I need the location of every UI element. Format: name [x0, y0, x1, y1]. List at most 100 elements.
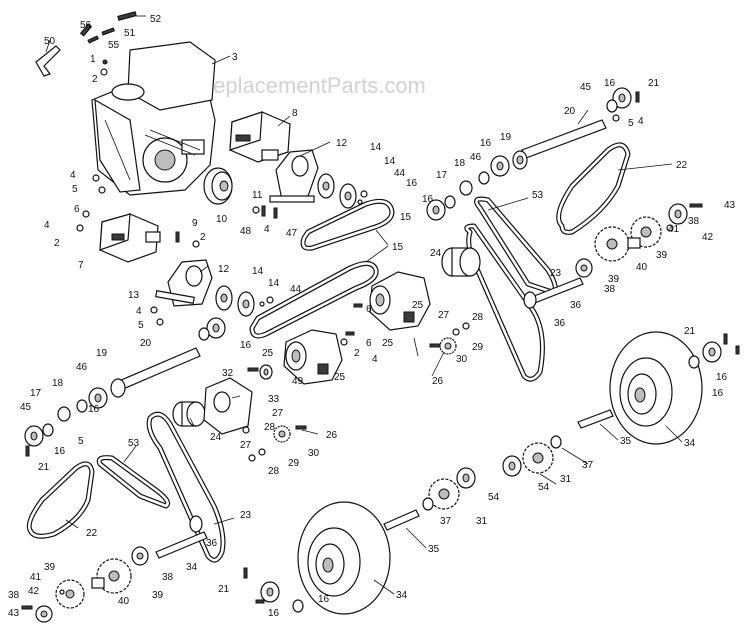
callout-28-c: 28 [472, 312, 484, 323]
callout-26-b: 26 [432, 376, 444, 387]
callout-16-right-c: 16 [480, 138, 492, 149]
callout-1-top: 1 [90, 54, 96, 65]
callout-40-right: 40 [636, 262, 648, 273]
callout-45-right: 45 [580, 82, 592, 93]
callout-21-right: 21 [684, 326, 696, 337]
gearbox-lower [99, 213, 161, 263]
callout-39-lower-b: 39 [152, 590, 164, 601]
callout-10: 10 [216, 214, 228, 225]
callout-54-bottom-b: 54 [538, 482, 550, 493]
callout-20-lower: 20 [140, 338, 152, 349]
leader-lines [45, 15, 683, 595]
callout-21-top-right: 21 [648, 78, 660, 89]
sprocket-lower-39 [55, 558, 132, 609]
callout-35-bottom: 35 [428, 544, 440, 555]
callout-27-b: 27 [240, 440, 252, 451]
callout-18-lower: 18 [52, 378, 64, 389]
callout-34-mid: 34 [186, 562, 198, 573]
callout-16-top-right: 16 [604, 78, 616, 89]
callout-46-lower: 46 [76, 362, 88, 373]
callout-29-b: 29 [472, 342, 484, 353]
callout-24-lower: 24 [210, 432, 222, 443]
callout-31-bottom: 31 [476, 516, 488, 527]
callout-24-right: 24 [430, 248, 442, 259]
callout-44-mid: 44 [290, 284, 302, 295]
callout-25-a: 25 [382, 338, 394, 349]
callout-54-bottom-a: 54 [488, 492, 500, 503]
callout-36-lower: 36 [206, 538, 218, 549]
callout-51: 51 [124, 28, 136, 39]
callout-2-c: 2 [354, 348, 360, 359]
callout-19-lower: 19 [96, 348, 108, 359]
shafts [111, 119, 614, 559]
callout-49: 49 [292, 376, 304, 387]
callout-15-mid: 15 [392, 242, 404, 253]
callout-38-right: 38 [604, 284, 616, 295]
callout-34-bottom: 34 [396, 590, 408, 601]
pump-upper [369, 271, 431, 331]
callout-39-right-b: 39 [656, 250, 668, 261]
callout-27-a: 27 [272, 408, 284, 419]
callout-43-top-right: 43 [724, 200, 736, 211]
callout-14-mid-b: 14 [268, 278, 280, 289]
hardware [21, 91, 740, 610]
callout-4-c: 4 [44, 220, 50, 231]
callout-36-right-b: 36 [554, 318, 566, 329]
callout-25-d: 25 [412, 300, 424, 311]
callout-37-bottom: 37 [440, 516, 452, 527]
callout-48: 48 [240, 226, 252, 237]
choke-lever [35, 45, 61, 77]
callout-16-right-a: 16 [716, 372, 728, 383]
callout-labels: 52 56 51 50 55 3 1 2 8 4 5 12 14 14 44 1… [8, 14, 736, 619]
callout-56: 56 [80, 20, 92, 31]
spacers [172, 247, 481, 427]
callout-39-right-a: 39 [608, 274, 620, 285]
callout-13: 13 [128, 290, 140, 301]
callout-30-a: 30 [308, 448, 320, 459]
callout-31-right: 31 [560, 474, 572, 485]
wheel-lower [297, 501, 391, 615]
callout-3: 3 [232, 52, 238, 63]
callout-45-lower: 45 [20, 402, 32, 413]
watermark-text: eReplacementParts.com [185, 73, 426, 98]
callout-17-right: 17 [436, 170, 448, 181]
hubs-lower [215, 285, 255, 317]
callout-19-right: 19 [500, 132, 512, 143]
sprockets-30-31 [273, 337, 554, 510]
callout-5-c: 5 [78, 436, 84, 447]
callout-50: 50 [44, 36, 56, 47]
gearbox-upper [229, 111, 291, 163]
callout-14-top-a: 14 [370, 142, 382, 153]
callout-4-e: 4 [372, 354, 378, 365]
callout-4-right: 4 [638, 116, 644, 127]
callout-16-bottom-b: 16 [318, 594, 330, 605]
callout-38-top-right: 38 [688, 216, 700, 227]
engine [91, 41, 216, 196]
callout-23-lower: 23 [240, 510, 252, 521]
callout-41-right: 41 [668, 224, 680, 235]
callout-4-a: 4 [70, 170, 76, 181]
callout-38-lower-a: 38 [162, 572, 174, 583]
callout-22-lower: 22 [86, 528, 98, 539]
callout-23-right: 23 [550, 268, 562, 279]
callout-7: 7 [78, 260, 84, 271]
callout-38-lower-b: 38 [8, 590, 20, 601]
callout-2-a: 2 [54, 238, 60, 249]
callout-20-right: 20 [564, 106, 576, 117]
callout-15-top: 15 [400, 212, 412, 223]
callout-29-a: 29 [288, 458, 300, 469]
callout-42-lower: 42 [28, 586, 40, 597]
callout-18-right: 18 [454, 158, 466, 169]
callout-14-top-b: 14 [384, 156, 396, 167]
callout-41-lower: 41 [30, 572, 42, 583]
callout-8: 8 [292, 108, 298, 119]
callout-25-b: 25 [262, 348, 274, 359]
callout-16-lower-b: 16 [54, 446, 66, 457]
callout-6-c: 6 [366, 338, 372, 349]
callout-46-right: 46 [470, 152, 482, 163]
callout-53-lower: 53 [128, 438, 140, 449]
wheel-right [609, 331, 703, 445]
callout-2-top: 2 [92, 74, 98, 85]
callout-21-bottom: 21 [218, 584, 230, 595]
